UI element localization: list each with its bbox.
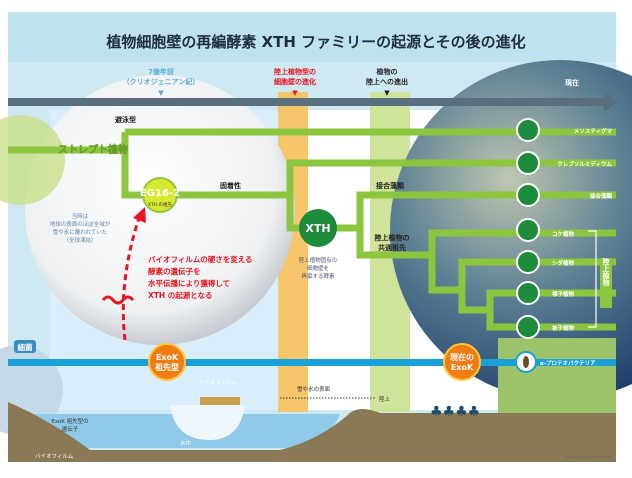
bacterium-shape — [523, 356, 529, 368]
eg16-label: EG16-2 — [140, 188, 180, 199]
exok-gene-label: ExoK 祖先型の — [51, 417, 88, 425]
timeline-arrowhead — [604, 92, 618, 112]
note-line: XTH の起源となる — [148, 290, 213, 300]
exok-ancestor-label-2: 祖先型 — [154, 362, 179, 372]
xth-desc: 陸上植物固有の — [299, 256, 338, 264]
leaf-label: 被子植物 — [552, 324, 575, 332]
mesostigma-icon — [516, 118, 540, 142]
xth-desc: 細胞壁を — [307, 264, 329, 272]
note-line: 水平伝播により獲得して — [148, 278, 230, 288]
snowball-note: 当時は 地球の表面のほぼ全域が 雪や氷に覆われていた （全球凍結） — [50, 212, 111, 244]
land-label: 陸上 — [379, 395, 391, 403]
klebsormidium-icon — [516, 151, 540, 175]
hgt-arrowhead — [133, 207, 146, 223]
land-plants-bracket — [588, 230, 597, 328]
time-label-700ma: 7億年前 — [148, 67, 174, 76]
swimming-label: 避泳型 — [114, 115, 136, 124]
moss-icon — [516, 218, 540, 242]
left-green-circle — [0, 115, 65, 205]
surface-label: 雪や氷の表面 — [297, 385, 331, 393]
land-plants-group-label: 陸上植物 — [602, 257, 611, 287]
ground — [8, 402, 616, 462]
biofilm-label: バイオフィルム — [35, 453, 74, 460]
marker-icon: ▼ — [292, 89, 298, 97]
leaf-label: 接合藻類 — [590, 192, 613, 200]
leaf-label: クレブソルミディウム — [557, 160, 612, 168]
marker-icon: ▼ — [158, 89, 164, 97]
bacteria-label-bg — [14, 340, 36, 353]
note-line: 地球の表面のほぼ全域が — [50, 220, 111, 228]
exok-gene-label-2: 遺伝子 — [62, 425, 79, 433]
exok-present-node — [443, 343, 481, 381]
sessile-label: 固着性 — [220, 181, 241, 190]
timeline-arrow — [8, 98, 606, 106]
land-ancestor-label-2: 共通祖先 — [378, 243, 406, 252]
time-label-land-wall: 陸上植物型の — [274, 67, 316, 76]
zygnematophyceae-icon — [516, 183, 540, 207]
ice-floe — [170, 405, 245, 440]
leaf-label: コケ植物 — [552, 230, 575, 238]
credit: Illustrated by Hiroko Uchida — [563, 455, 612, 459]
page-title: 植物細胞壁の再編酵素 XTH ファミリーの起源とその後の進化 — [106, 33, 525, 51]
time-label-present: 現在 — [565, 78, 579, 87]
biofilm-on-ice — [200, 397, 240, 405]
zygnem-branch-label: 接合藻類 — [376, 181, 405, 190]
exok-present-label: 現在の — [450, 352, 474, 362]
title-band — [8, 12, 616, 62]
xth-label: XTH — [305, 222, 330, 235]
land-ancestor-label: 陸上植物の — [375, 233, 410, 242]
dna-icon — [101, 295, 135, 305]
note-line: バイオフィルムの硬さを変える — [148, 254, 252, 264]
underwater-label: 水中 — [180, 439, 191, 447]
xth-desc: 再編する酵素 — [301, 272, 335, 280]
hgt-note: バイオフィルムの硬さを変える 酵素の遺伝子を 水平伝播により獲得して XTH の… — [148, 254, 252, 300]
time-label-cryogenian: （クリオジェニアン紀） — [123, 77, 200, 86]
exok-ancestor-label: ExoK — [156, 353, 179, 362]
bacteria-label: 細菌 — [18, 342, 33, 352]
fern-icon — [516, 250, 540, 274]
marker-icon: ▼ — [384, 89, 390, 97]
time-label-land-move: 植物の — [376, 67, 398, 76]
gymnosperm-icon — [516, 281, 540, 305]
angiosperm-icon — [516, 315, 540, 339]
exok-ancestor-node — [148, 343, 186, 381]
leaf-list: メソスティグマ クレブソルミディウム 接合藻類 コケ植物 シダ植物 裸子植物 被… — [516, 118, 613, 339]
note-line: 酵素の遺伝子を — [148, 266, 201, 276]
exok-present-label-2: ExoK — [451, 363, 474, 372]
leaf-label: メソスティグマ — [574, 127, 613, 135]
phylogenetic-tree — [8, 128, 616, 331]
hgt-arrow — [121, 214, 142, 341]
land-plants-silhouette-icon: ♣♣♣♣ — [430, 404, 480, 420]
bacteria-line — [8, 359, 616, 366]
note-line: （全球凍結） — [63, 236, 96, 244]
alpha-proteobacteria-label: α-プロテオバクテリア — [540, 359, 596, 367]
land-plants-group-bg — [600, 258, 612, 308]
water — [8, 414, 340, 448]
xth-node — [299, 209, 337, 247]
leaf-label: 裸子植物 — [552, 290, 575, 298]
eg16-sublabel: XTH の祖先 — [148, 201, 173, 208]
branch-angio — [486, 310, 616, 331]
streptophyte-label: ストレプト植物 — [58, 143, 128, 156]
note-line: 雪や氷に覆われていた — [53, 228, 108, 236]
biofilm-ice-label: バイオフィルム — [199, 379, 238, 386]
time-label-land-wall-2: 細胞壁の進化 — [274, 77, 316, 86]
note-line: 当時は — [72, 212, 89, 220]
leaf-label: シダ植物 — [552, 259, 575, 267]
eg16-node — [142, 177, 178, 213]
time-label-land-move-2: 陸上への進出 — [366, 77, 408, 86]
